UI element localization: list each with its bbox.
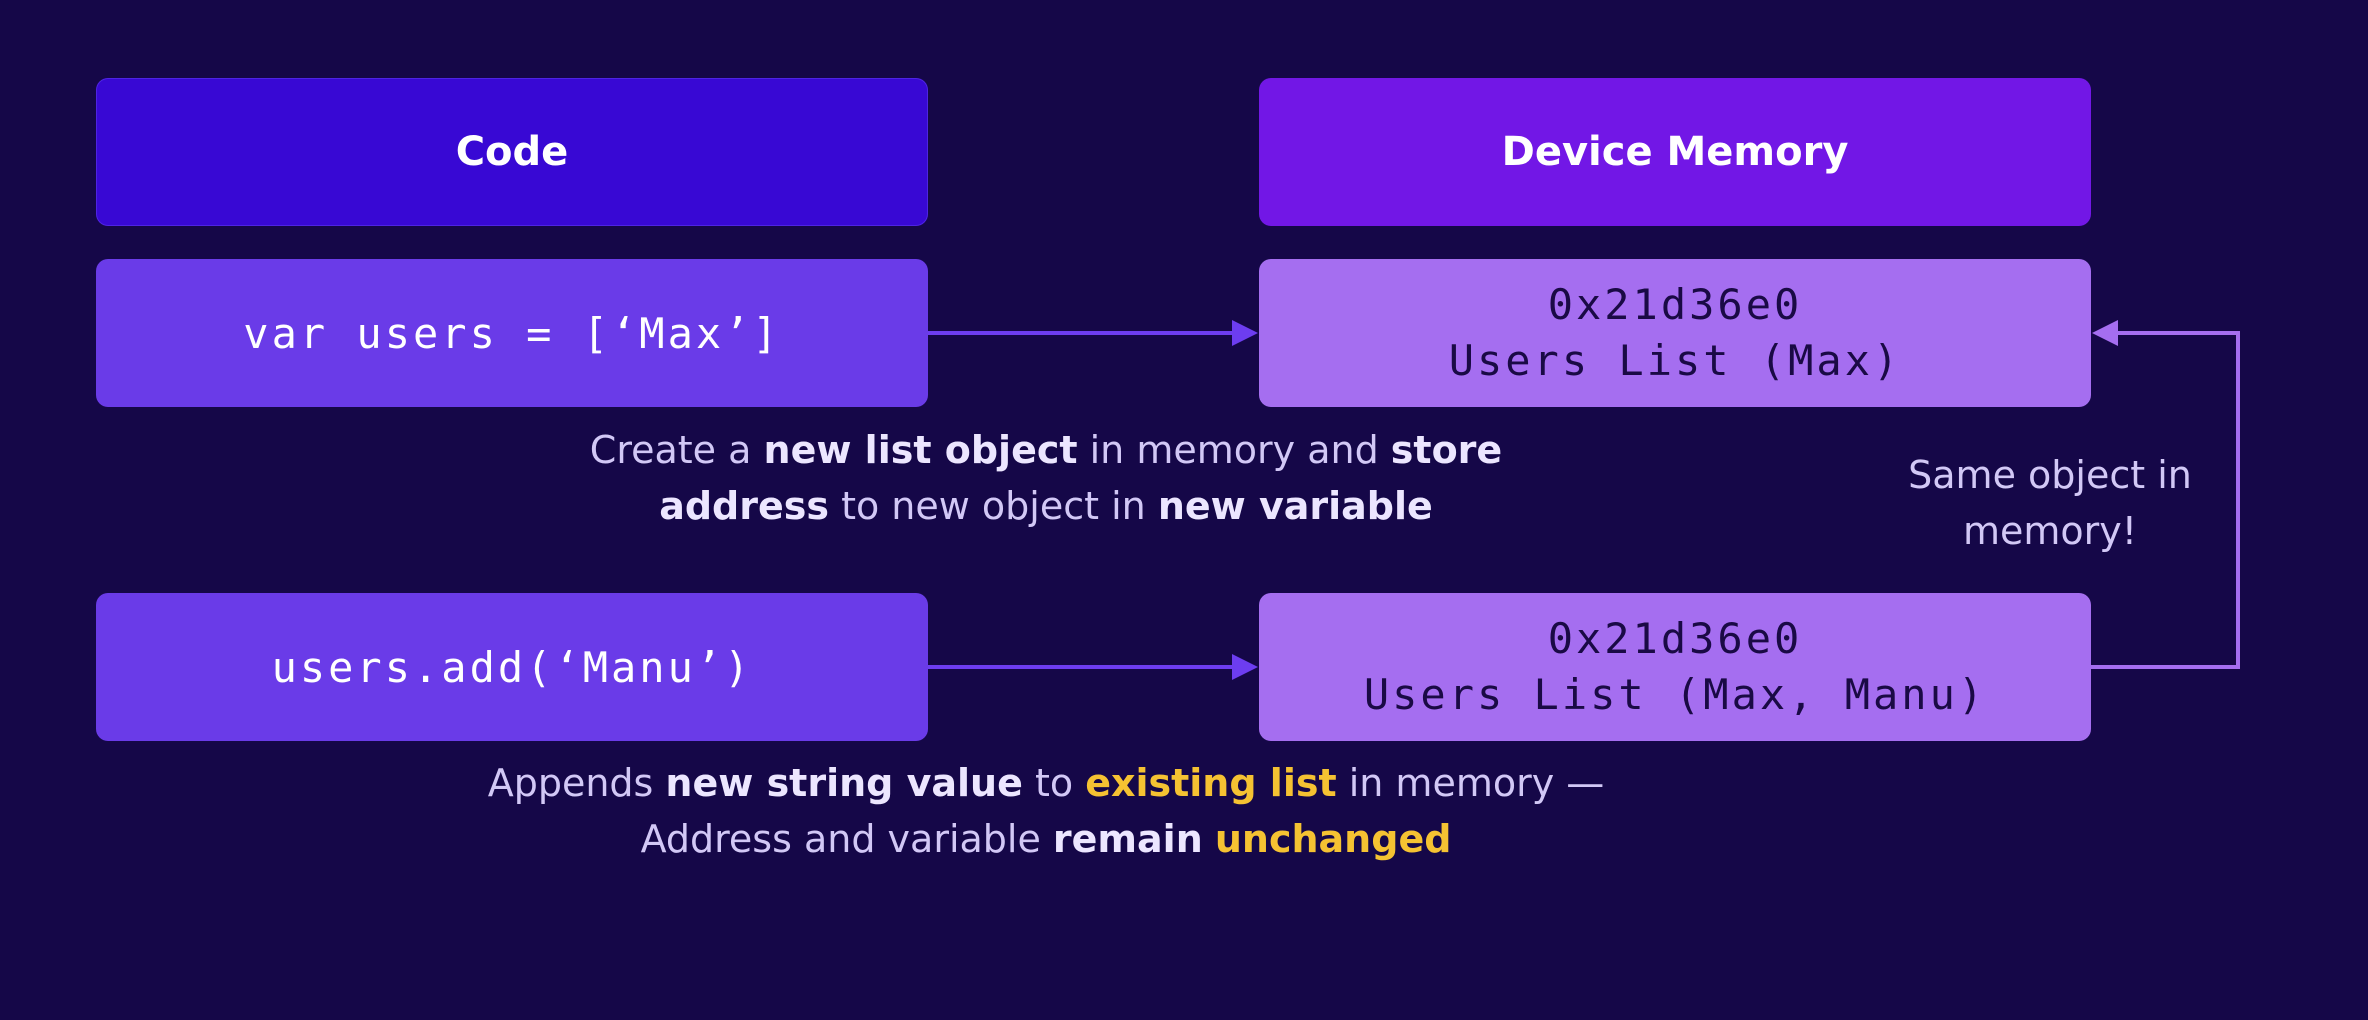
code-box-declaration: var users = [‘Max’]: [96, 259, 928, 407]
memory-address: 0x21d36e0: [1547, 280, 1803, 329]
caption-line: Address and variable remain unchanged: [640, 817, 1452, 861]
memory-content: Users List (Max): [1448, 336, 1902, 385]
arrow-memory2-loop-to-memory1: [2091, 320, 2240, 669]
device-memory-header: Device Memory: [1259, 78, 2091, 226]
same-object-note: Same object in memory!: [1908, 453, 2192, 553]
memory-address: 0x21d36e0: [1547, 614, 1803, 663]
device-memory-header-label: Device Memory: [1501, 129, 1849, 175]
arrow-code1-to-memory1: [928, 320, 1258, 346]
code-box-add: users.add(‘Manu’): [96, 593, 928, 741]
code-line: users.add(‘Manu’): [271, 642, 753, 692]
code-line: var users = [‘Max’]: [243, 308, 781, 358]
arrow-code2-to-memory2: [928, 654, 1258, 680]
memory-content: Users List (Max, Manu): [1363, 670, 1987, 719]
code-header-label: Code: [455, 129, 569, 175]
code-header: Code: [96, 78, 928, 226]
caption-line: Create a new list object in memory and s…: [589, 428, 1503, 472]
memory-box-updated: 0x21d36e0 Users List (Max, Manu): [1259, 593, 2091, 741]
caption-line: Appends new string value to existing lis…: [487, 761, 1605, 805]
caption-create-list: Create a new list object in memory and s…: [520, 422, 1572, 534]
caption-line: address to new object in new variable: [659, 484, 1433, 528]
caption-append-value: Appends new string value to existing lis…: [420, 755, 1672, 867]
memory-box-initial: 0x21d36e0 Users List (Max): [1259, 259, 2091, 407]
